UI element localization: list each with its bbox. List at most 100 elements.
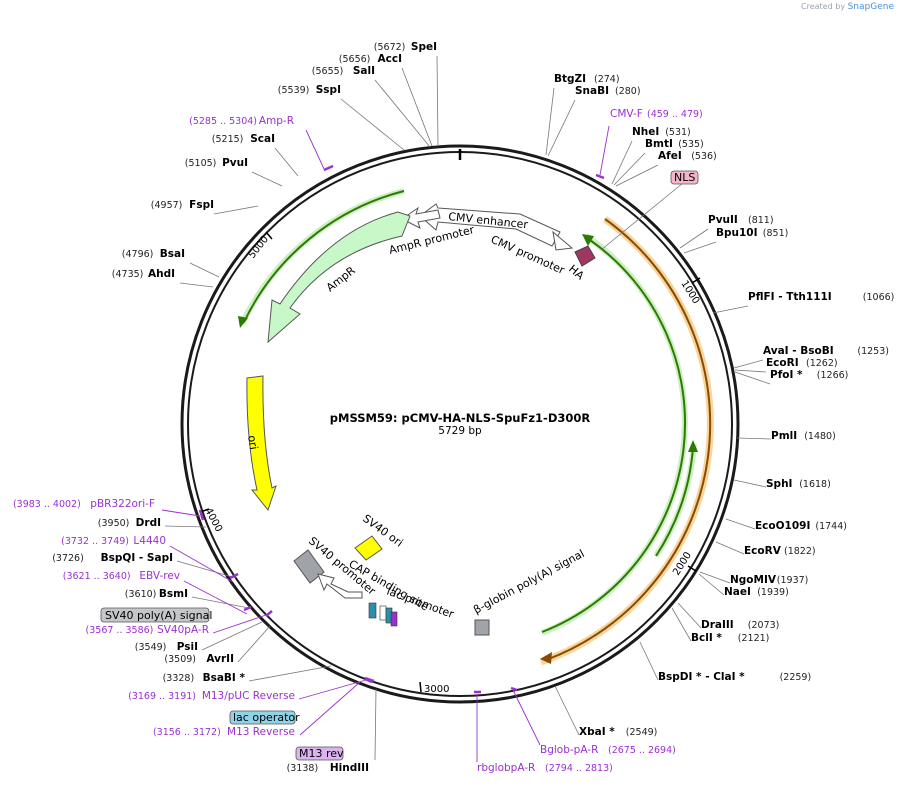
primer-position: (3169 .. 3191) — [128, 691, 196, 702]
site-drdi: DrdI(3950) — [98, 517, 207, 529]
site-xbai: XbaI * (2549) — [554, 685, 658, 738]
site-scai: ScaI(5215) — [212, 133, 299, 177]
site-leader — [274, 147, 299, 177]
primer-bglob: Bglob-pA-R(2675 .. 2694) — [510, 686, 676, 756]
site-position: (3509) — [164, 654, 196, 665]
lac-operator-label-box — [229, 710, 296, 725]
site-naei: NaeI(1939) — [698, 573, 789, 598]
tick-label-5000: 5000 — [247, 234, 271, 261]
ha-tag — [574, 245, 596, 267]
site-sali: SalI (5655) — [312, 65, 431, 148]
primer-pbr: pBR322ori-F(3983 .. 4002) — [13, 498, 205, 521]
site-bsmi: BsmI(3610) — [125, 588, 250, 609]
bglobin-polya-label: β-globin poly(A) signal — [471, 547, 586, 617]
site-bsabi: BsaBI *(3328) — [163, 665, 332, 684]
site-leader — [176, 560, 237, 579]
site-name: EcoRV — [744, 545, 782, 557]
site-name: AvaI - BsoBI — [763, 345, 834, 357]
primer-leader — [298, 679, 367, 700]
green-cds-right-2-head — [688, 440, 698, 452]
site-name: SnaBI — [575, 85, 609, 97]
sv40-ori-box — [354, 535, 383, 561]
site-leader — [237, 625, 271, 663]
site-leader — [677, 602, 702, 629]
primer-name: M13 Reverse — [227, 726, 295, 738]
site-leader — [374, 79, 431, 148]
primer-leader — [169, 545, 234, 583]
site-leader — [213, 205, 259, 215]
site-leader — [734, 371, 771, 385]
site-name: BspQI - SapI — [101, 552, 173, 564]
site-leader — [340, 98, 405, 151]
primer-m13rev: M13 Reverse(3156 .. 3172) — [153, 677, 373, 738]
snapgene-watermark: Created by SnapGene — [801, 2, 894, 12]
site-pflfi: PflFI - Tth111I(1066) — [712, 291, 894, 314]
site-name: NheI — [632, 126, 659, 138]
primer-sites: Amp-R(5285 .. 5304)CMV-F(459 .. 479)pBR3… — [13, 108, 703, 774]
site-position: (1618) — [799, 479, 831, 490]
restriction-sites: SpeI(5672)AccI(5656)SalI(5655)SspI(5539)… — [52, 41, 894, 774]
site-leader — [699, 571, 731, 584]
site-afei: AfeI(536) — [615, 150, 717, 187]
site-sspi: SspI (5539) — [278, 84, 405, 151]
site-position: (1937) — [777, 575, 809, 586]
m13-rev-label: M13 rev — [299, 747, 344, 760]
site-ecorv: EcoRV(1822) — [715, 541, 816, 557]
site-name: BmtI — [645, 138, 673, 150]
site-leader — [671, 607, 692, 642]
site-position: (3726) — [52, 553, 84, 564]
site-name: BspDI * - ClaI * — [658, 671, 745, 683]
cmv-promoter-head — [552, 230, 574, 251]
site-position: (5539) — [278, 85, 310, 96]
primer-mark — [510, 686, 518, 692]
primer-name: CMV-F — [610, 108, 643, 120]
site-position: (2549) — [626, 727, 658, 738]
site-name: BtgZI — [554, 73, 586, 85]
site-leader — [712, 305, 749, 314]
site-position: (5672) — [374, 42, 406, 53]
spufz1-cds-arrow — [545, 218, 712, 661]
site-name: AhdI — [148, 268, 175, 280]
nls-box — [670, 170, 699, 185]
primer-name: EBV-rev — [139, 570, 180, 582]
site-name: PvuII — [708, 214, 738, 226]
site-pfoi: PfoI *(1266) — [734, 369, 848, 385]
site-leader — [734, 369, 767, 373]
site-position: (2259) — [780, 672, 812, 683]
bglobin-polya-box — [474, 619, 490, 636]
site-ahdi: AhdI(4735) — [112, 268, 214, 288]
site-name: XbaI * — [579, 726, 615, 738]
primer-name: L4440 — [133, 535, 166, 547]
site-position: (2121) — [738, 633, 770, 644]
site-name: EcoRI — [766, 357, 799, 369]
site-leader — [613, 152, 646, 186]
site-name: HindIII — [330, 762, 369, 774]
site-name: SalI — [353, 65, 375, 77]
m13-rev-box — [390, 611, 398, 627]
site-name: SspI — [316, 84, 341, 96]
site-pmli: PmlI(1480) — [736, 430, 836, 442]
site-name: FspI — [189, 199, 214, 211]
green-cds-right-head — [582, 234, 594, 246]
site-leader — [736, 437, 772, 440]
site-position: (5655) — [312, 66, 344, 77]
watermark-prefix: Created by — [801, 2, 846, 11]
primer-leader — [212, 613, 270, 634]
site-leader — [436, 55, 439, 147]
site-avrii: AvrII(3509) — [164, 625, 271, 665]
tick-2000 — [687, 565, 697, 572]
site-draiii: DraIII(2073) — [677, 602, 779, 631]
site-leader — [611, 140, 633, 185]
lac-operator-label: lac operator — [233, 711, 300, 724]
site-position: (5215) — [212, 134, 244, 145]
site-name: AfeI — [658, 150, 682, 162]
site-position: (3950) — [98, 518, 130, 529]
site-avai: AvaI - BsoBI (1253) — [733, 345, 889, 369]
primer-mark — [243, 605, 252, 612]
plasmid-name: pMSSM59: pCMV-HA-NLS-SpuFz1-D300R — [330, 411, 591, 425]
primer-name: Amp-R — [259, 115, 294, 127]
site-position: (1253) — [857, 346, 889, 357]
tick-3000 — [419, 681, 422, 693]
site-name: BsmI — [159, 588, 188, 600]
